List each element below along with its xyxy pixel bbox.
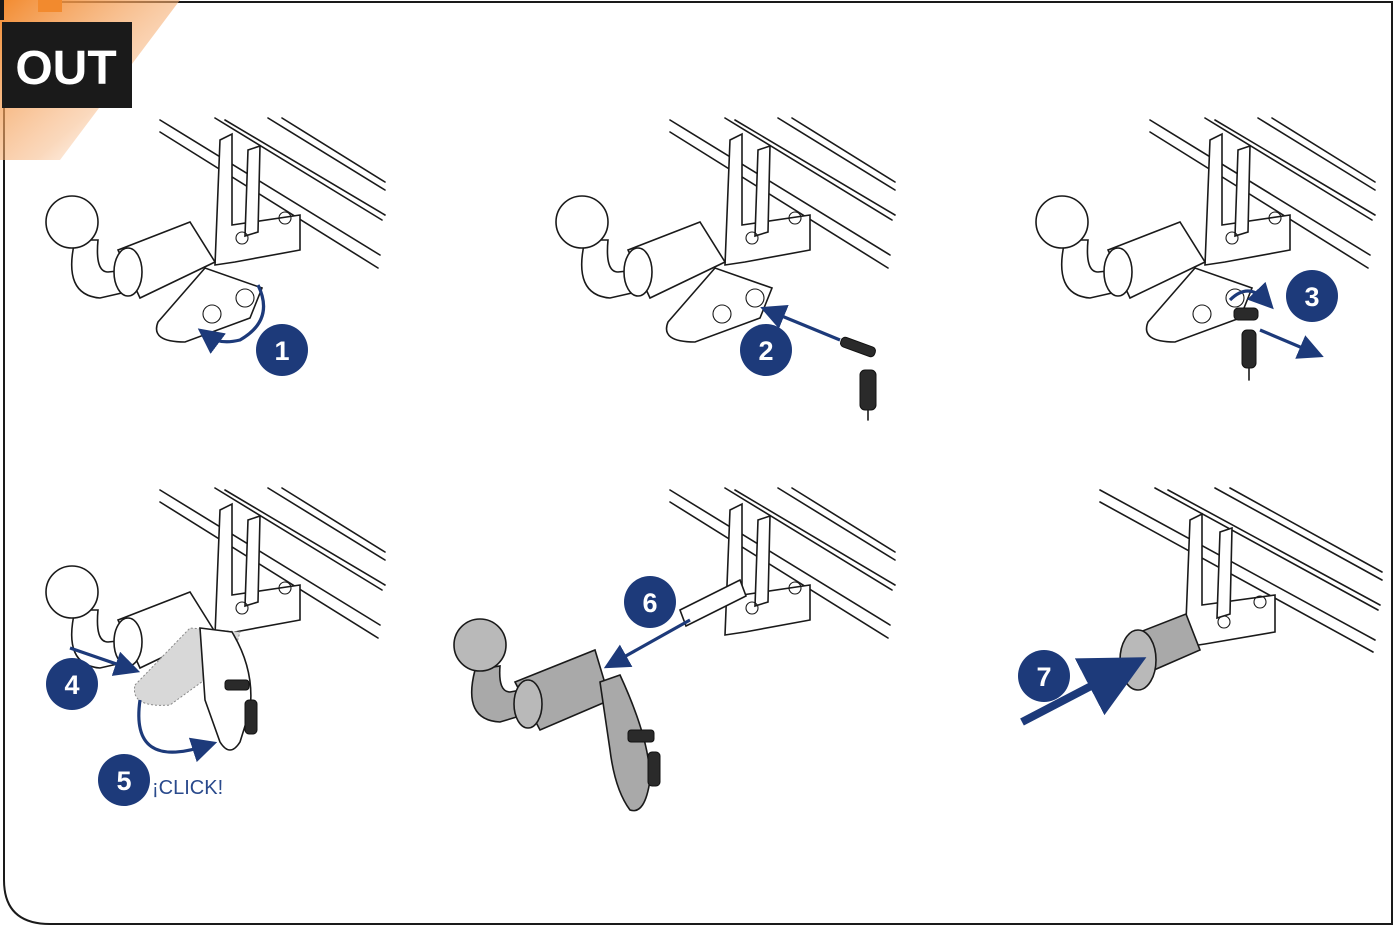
mounting-bracket [1204, 132, 1291, 266]
mounting-bracket [214, 502, 301, 636]
panel-step-7: 7 [1018, 487, 1383, 726]
step-badge-7: 7 [1018, 650, 1070, 702]
svg-text:7: 7 [1036, 662, 1051, 692]
key-icon [1233, 307, 1259, 381]
pull-arrow-6 [603, 618, 691, 669]
chassis-rails [1149, 117, 1376, 269]
step-badge-3: 3 [1286, 270, 1338, 322]
svg-text:2: 2 [758, 336, 773, 366]
svg-text:4: 4 [64, 670, 79, 700]
mounting-bracket [1184, 512, 1276, 648]
chassis-rails [669, 487, 896, 639]
step-badge-1: 1 [256, 324, 308, 376]
svg-text:5: 5 [116, 766, 131, 796]
turn-arrow [1228, 281, 1274, 310]
key-icon [840, 336, 877, 421]
chassis-rails [1099, 487, 1383, 653]
out-tag-label: OUT [15, 42, 116, 95]
tow-ball-removed [453, 618, 661, 812]
rotate-arrow-1 [197, 284, 266, 354]
chassis-rails [159, 487, 386, 639]
lock-lever [155, 267, 264, 343]
step-badge-2: 2 [740, 324, 792, 376]
out-tag: OUT [2, 22, 132, 108]
swing-arrow-5 [137, 699, 218, 763]
svg-text:1: 1 [274, 336, 289, 366]
mounting-bracket [678, 502, 811, 636]
insert-arrow [760, 305, 841, 342]
chassis-rails [159, 117, 386, 269]
tow-ball [1035, 195, 1207, 300]
chassis-rails [669, 117, 896, 269]
push-arrow-4 [69, 646, 141, 676]
panel-step-3: 3 [1035, 117, 1376, 381]
panel-step-6: 6 [453, 487, 896, 812]
tow-ball [45, 195, 217, 300]
panel-step-1: 1 [45, 117, 386, 376]
svg-text:6: 6 [642, 588, 657, 618]
sheet-frame [3, 1, 1393, 925]
panel-step-2: 2 [555, 117, 896, 421]
receiver-plug [1119, 612, 1202, 691]
svg-text:3: 3 [1304, 282, 1319, 312]
mounting-bracket [724, 132, 811, 266]
step-badge-6: 6 [624, 576, 676, 628]
tow-ball [555, 195, 727, 300]
remove-arrow [1259, 328, 1324, 359]
lock-lever-swung [199, 627, 258, 751]
mounting-bracket [214, 132, 301, 266]
step-badge-5: 5 [98, 754, 150, 806]
panel-step-4-5: 4 5 ¡CLICK! [45, 487, 386, 806]
step-badge-4: 4 [46, 658, 98, 710]
click-label: ¡CLICK! [152, 777, 223, 799]
lock-lever [665, 267, 774, 343]
insert-plug-arrow [1020, 657, 1147, 726]
